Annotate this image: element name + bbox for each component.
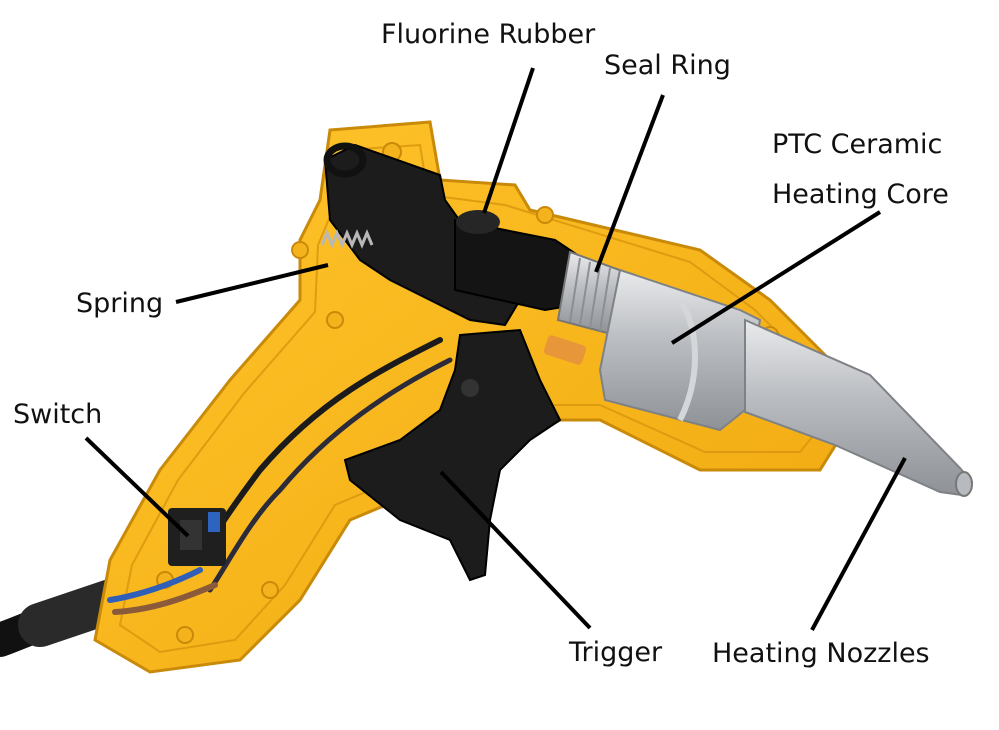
label-ptc-line1: PTC Ceramic bbox=[772, 129, 943, 160]
label-fluorine-rubber: Fluorine Rubber bbox=[381, 19, 596, 50]
leader-switch bbox=[84, 436, 190, 538]
nozzle-tip bbox=[955, 471, 973, 497]
seal-ring-part bbox=[556, 250, 627, 337]
leader-heating-nozzles bbox=[810, 457, 907, 631]
trigger-part bbox=[343, 328, 562, 582]
label-trigger: Trigger bbox=[569, 637, 663, 668]
label-ptc-line2: Heating Core bbox=[772, 179, 949, 210]
switch-component bbox=[168, 508, 226, 566]
trigger-pivot bbox=[461, 379, 479, 397]
leader-lines bbox=[84, 67, 907, 631]
core-connector bbox=[543, 335, 587, 365]
leader-seal-ring bbox=[594, 94, 665, 273]
leader-fluorine-rubber bbox=[482, 67, 535, 214]
leader-spring bbox=[175, 263, 329, 304]
feed-ring bbox=[323, 142, 367, 178]
label-spring: Spring bbox=[76, 288, 164, 319]
ptc-heating-core bbox=[598, 268, 762, 432]
sleeve-opening bbox=[456, 210, 500, 234]
spring-part bbox=[320, 229, 374, 249]
heating-core-clip bbox=[677, 298, 698, 422]
label-seal-ring: Seal Ring bbox=[604, 50, 731, 81]
label-switch: Switch bbox=[13, 399, 103, 430]
label-heating-nozzles: Heating Nozzles bbox=[712, 638, 930, 669]
leader-ptc-core bbox=[670, 210, 882, 345]
leader-trigger bbox=[439, 470, 592, 630]
